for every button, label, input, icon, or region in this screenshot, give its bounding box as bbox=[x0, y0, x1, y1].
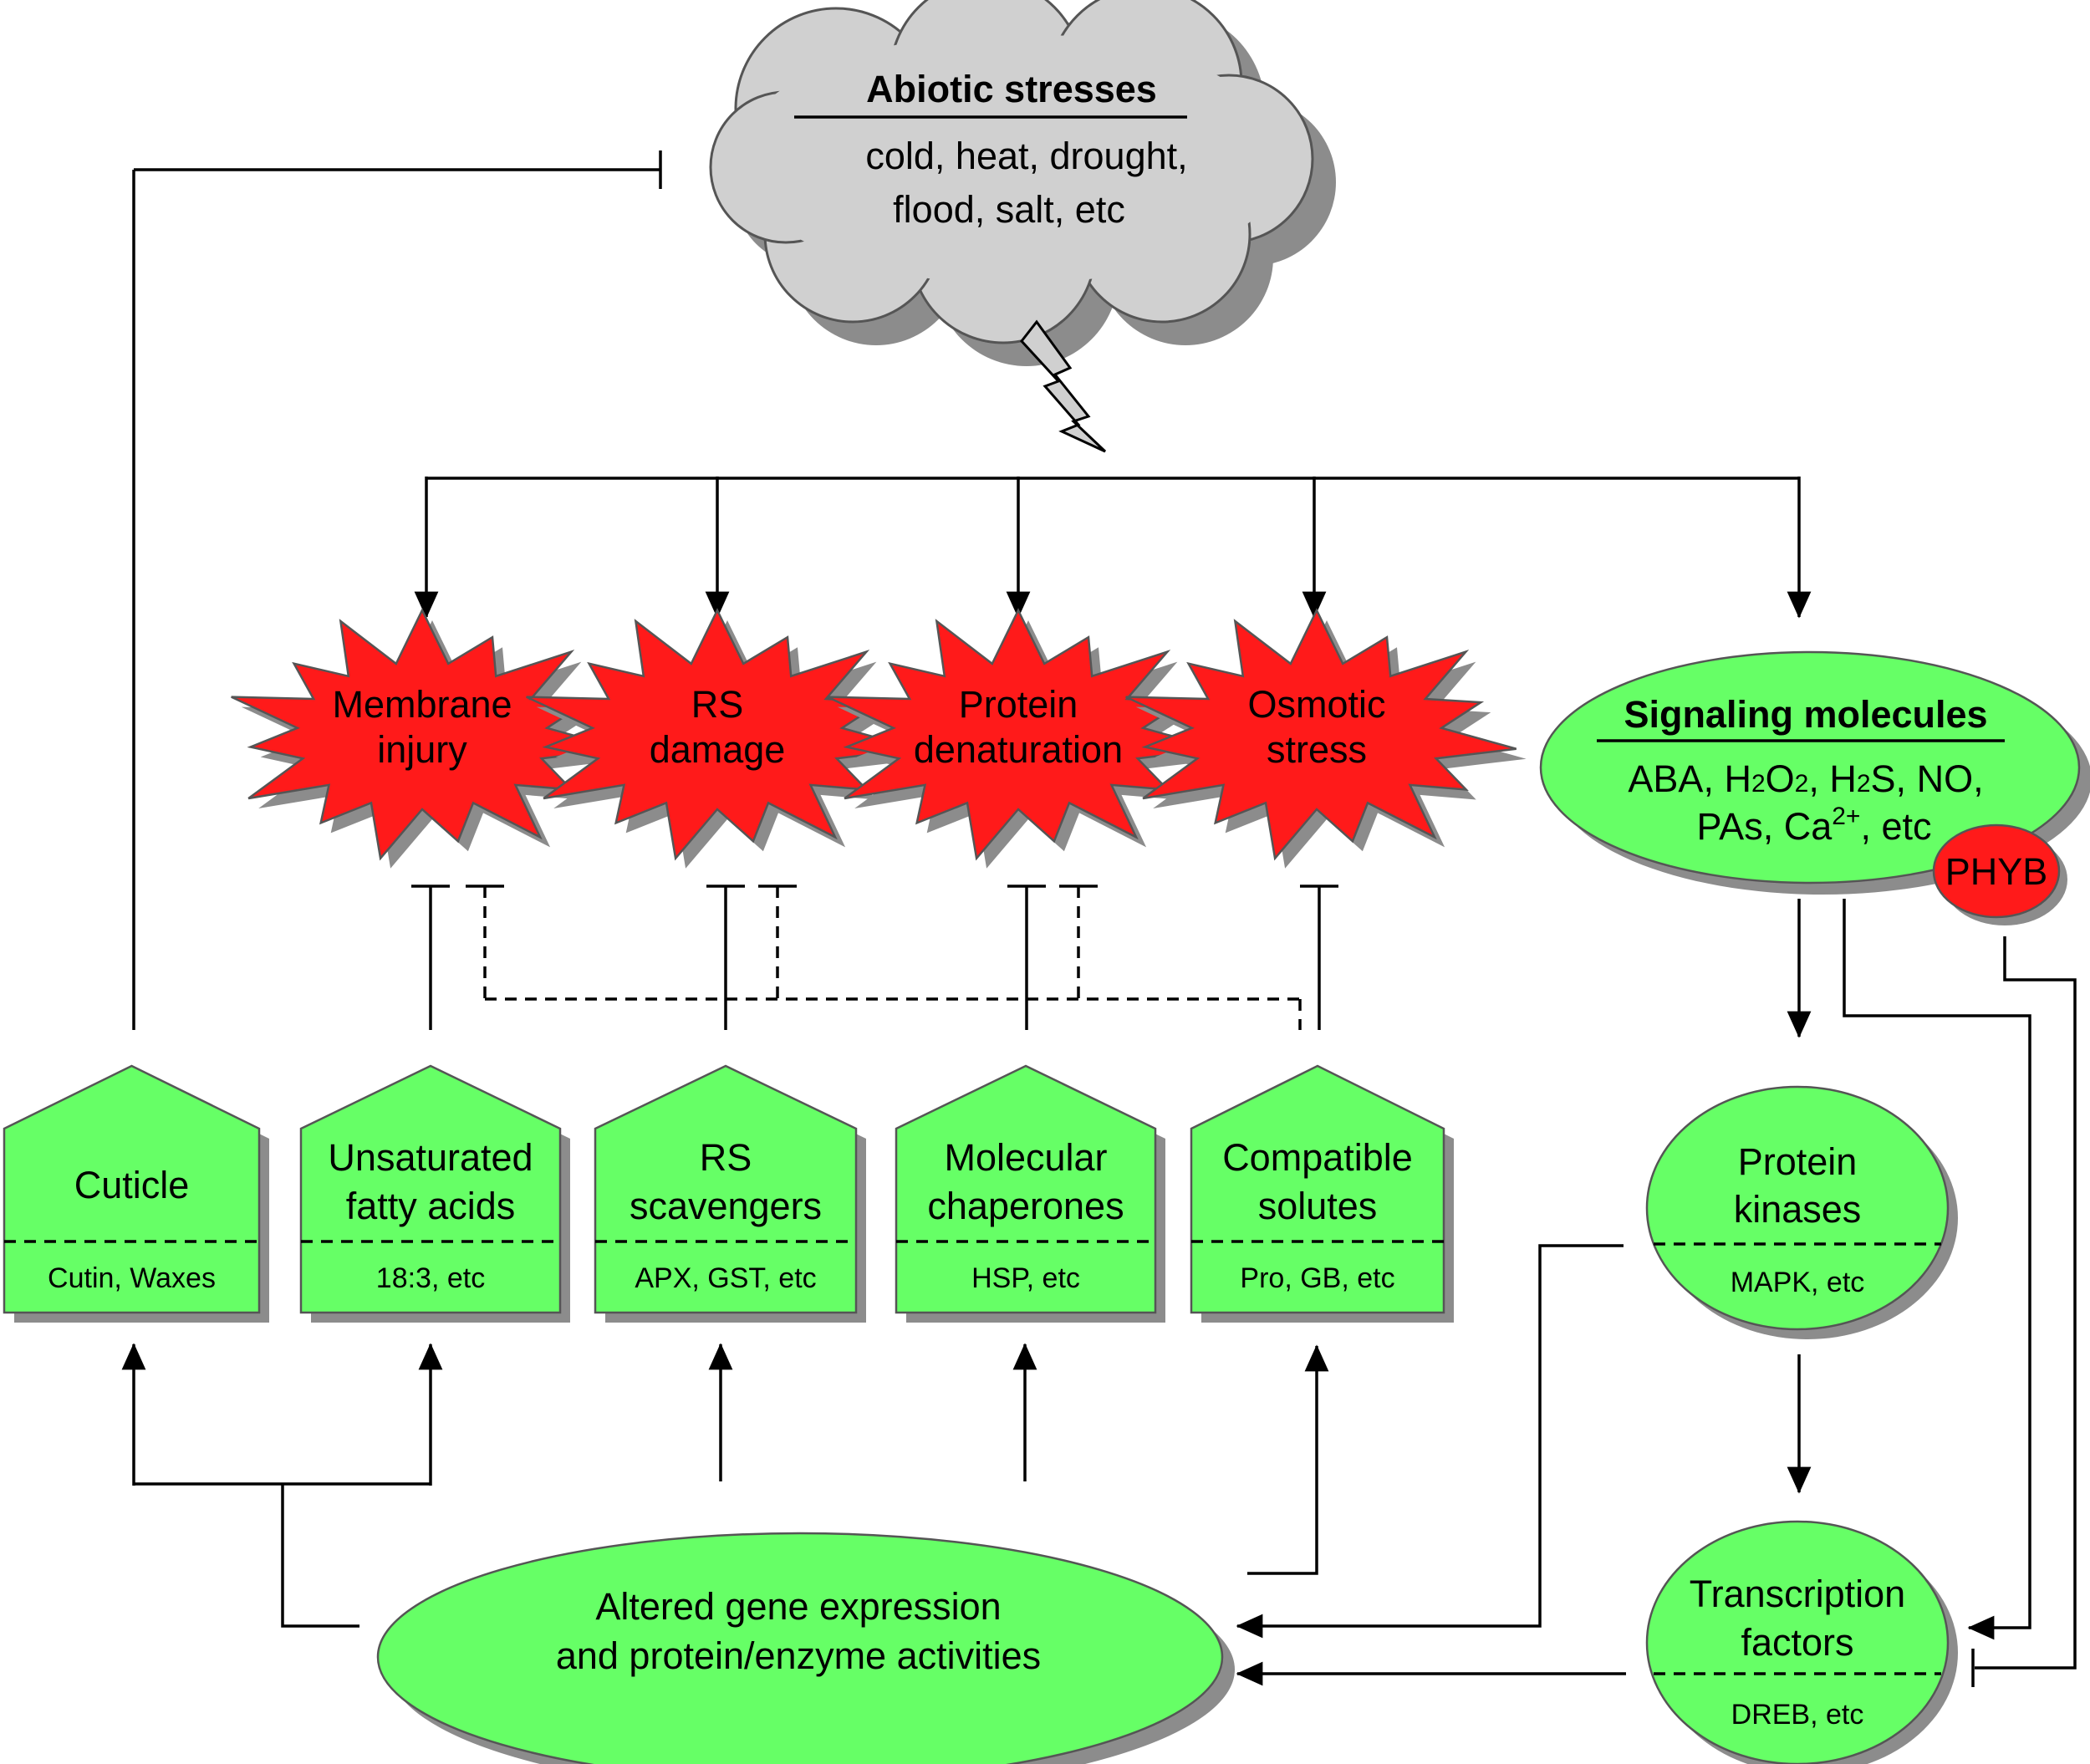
damage-label-3-line2: denaturation bbox=[914, 728, 1123, 771]
tfs-detail: DREB, etc bbox=[1731, 1699, 1864, 1731]
phyb-label: PHYB bbox=[1945, 850, 2048, 893]
protection-2-line1: Unsaturated bbox=[328, 1136, 533, 1179]
protection-5-line1: Compatible bbox=[1222, 1136, 1413, 1179]
protection-box-2: Unsaturated fatty acids 18:3, etc bbox=[299, 1064, 570, 1323]
damage-label-4-line2: stress bbox=[1267, 728, 1367, 771]
tfs-line-1: Transcription bbox=[1690, 1573, 1905, 1615]
damage-label-1-line1: Membrane bbox=[332, 683, 512, 726]
damage-star-3 bbox=[827, 608, 1228, 869]
protection-5-line2: solutes bbox=[1258, 1185, 1378, 1227]
signaling-cascade bbox=[1787, 899, 2077, 1687]
gene-expression-node: Altered gene expression and protein/enzy… bbox=[376, 1532, 1235, 1764]
signaling-molecules-node: Signaling molecules ABA, H2O2, H2S, NO, … bbox=[1539, 650, 2090, 925]
protection-1-detail: Cutin, Waxes bbox=[48, 1262, 216, 1294]
damage-star-2 bbox=[526, 608, 927, 869]
damage-star-4 bbox=[1125, 608, 1527, 869]
stress-title: Abiotic stresses bbox=[866, 68, 1157, 110]
protection-4-detail: HSP, etc bbox=[971, 1262, 1080, 1294]
protection-5-detail: Pro, GB, etc bbox=[1240, 1262, 1394, 1294]
kinases-line-2: kinases bbox=[1734, 1188, 1862, 1231]
protection-4-line2: chaperones bbox=[927, 1185, 1124, 1227]
abiotic-stress-cloud: Abiotic stresses cold, heat, drought, fl… bbox=[709, 0, 1336, 366]
protection-2-detail: 18:3, etc bbox=[376, 1262, 485, 1294]
signaling-line-2: PAs, Ca2+, etc bbox=[1697, 803, 1932, 848]
protection-3-line1: RS bbox=[700, 1136, 752, 1179]
gene-to-protection-connectors bbox=[121, 1343, 1329, 1628]
protection-1-line1: Cuticle bbox=[74, 1164, 190, 1206]
damage-label-2-line2: damage bbox=[650, 728, 786, 771]
protein-kinases-node: Protein kinases MAPK, etc bbox=[1645, 1085, 1958, 1339]
cascade-to-gene-connectors bbox=[1236, 1244, 1626, 1686]
transcription-factors-node: Transcription factors DREB, etc bbox=[1645, 1520, 1958, 1764]
signaling-title: Signaling molecules bbox=[1624, 693, 1987, 736]
top-connectors bbox=[414, 477, 1812, 619]
damage-label-3-line1: Protein bbox=[959, 683, 1078, 726]
kinases-detail: MAPK, etc bbox=[1731, 1267, 1865, 1298]
protection-4-line1: Molecular bbox=[944, 1136, 1107, 1179]
lightning-bolt-icon bbox=[1020, 319, 1107, 453]
stress-line-1: cold, heat, drought, bbox=[865, 135, 1187, 177]
damage-star-1 bbox=[231, 608, 632, 869]
damage-label-1-line2: injury bbox=[377, 728, 467, 771]
phyb-node bbox=[1932, 823, 2061, 919]
stress-line-2: flood, salt, etc bbox=[893, 188, 1125, 231]
damage-label-4-line1: Osmotic bbox=[1247, 683, 1385, 726]
gene-line-1: Altered gene expression bbox=[595, 1585, 1001, 1628]
gene-line-2: and protein/enzyme activities bbox=[556, 1634, 1041, 1677]
inhibition-connectors bbox=[132, 150, 1338, 1030]
damage-label-2-line1: RS bbox=[691, 683, 744, 726]
protection-3-line2: scavengers bbox=[630, 1185, 822, 1227]
signaling-line-1: ABA, H2O2, H2S, NO, bbox=[1628, 757, 1983, 800]
protection-2-line2: fatty acids bbox=[346, 1185, 516, 1227]
tfs-line-2: factors bbox=[1741, 1621, 1853, 1664]
protection-3-detail: APX, GST, etc bbox=[635, 1262, 816, 1294]
kinases-line-1: Protein bbox=[1738, 1140, 1858, 1183]
